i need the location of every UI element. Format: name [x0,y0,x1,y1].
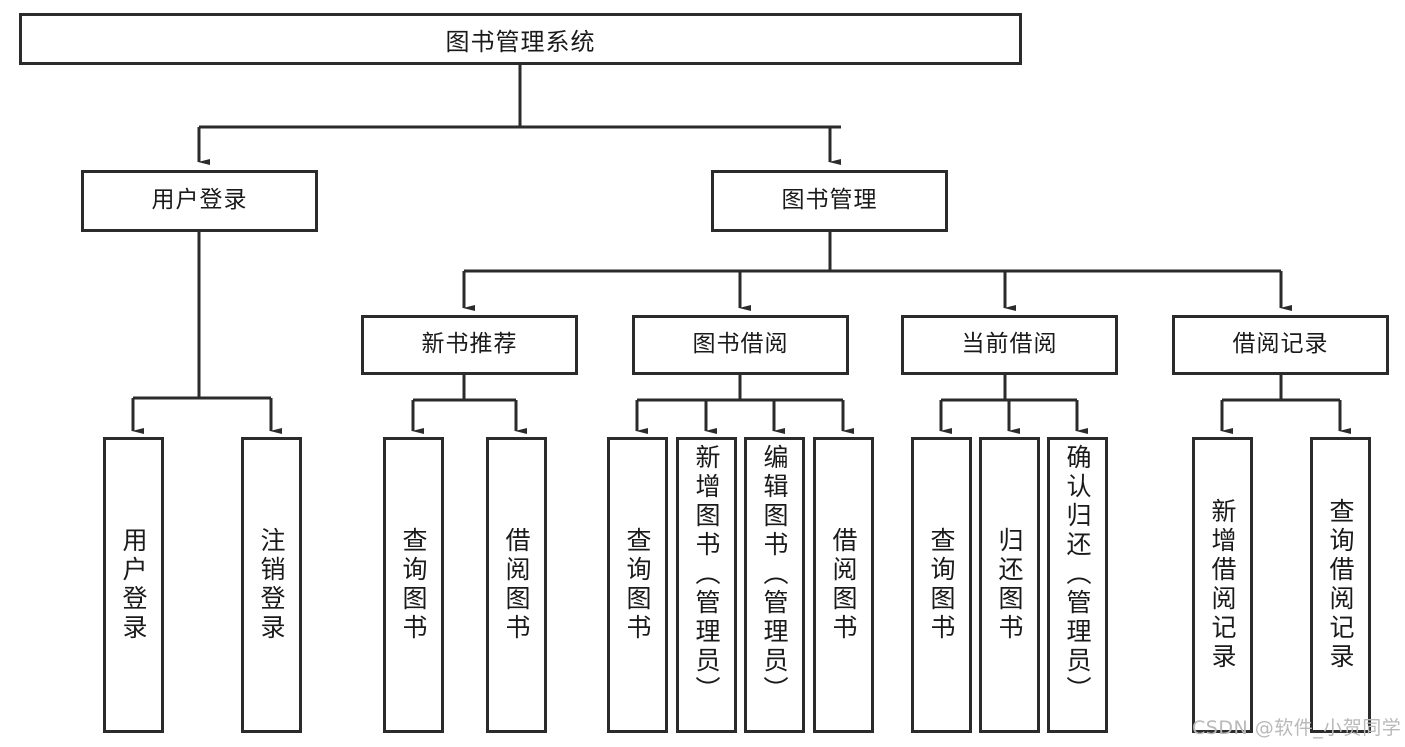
node-leaf-query-book-recommend[interactable]: 查询图书 [383,437,444,733]
node-book-borrow-label: 图书借阅 [692,331,789,358]
node-leaf-logout[interactable]: 注销登录 [241,437,302,733]
csdn-watermark: CSDN @软件_小贺同学 [1192,717,1402,739]
node-user-login-label: 用户登录 [151,187,248,214]
node-leaf-query-book-recommend-label: 查询图书 [399,527,428,643]
node-leaf-add-book-admin[interactable]: 新增图书（管理员） [676,437,737,733]
node-root-label: 图书管理系统 [445,27,596,56]
node-user-login[interactable]: 用户登录 [81,170,318,232]
node-book-manage-label: 图书管理 [781,187,878,214]
node-leaf-borrow-book-recommend[interactable]: 借阅图书 [486,437,547,733]
node-leaf-edit-book-admin[interactable]: 编辑图书（管理员） [744,437,805,733]
node-leaf-user-login-label: 用户登录 [119,527,148,643]
node-leaf-borrow-book[interactable]: 借阅图书 [813,437,874,733]
node-leaf-add-borrow-record[interactable]: 新增借阅记录 [1192,437,1253,733]
node-leaf-edit-book-admin-label: 编辑图书（管理员） [760,444,789,705]
node-leaf-query-book-borrow[interactable]: 查询图书 [607,437,668,733]
node-leaf-logout-label: 注销登录 [257,527,286,643]
node-leaf-query-borrow-record[interactable]: 查询借阅记录 [1310,437,1371,733]
node-leaf-return-book-label: 归还图书 [995,527,1024,643]
node-new-book-recommend-label: 新书推荐 [421,331,518,358]
node-leaf-user-login[interactable]: 用户登录 [103,437,164,733]
node-book-borrow[interactable]: 图书借阅 [632,315,849,375]
node-leaf-query-book-current[interactable]: 查询图书 [911,437,972,733]
node-leaf-borrow-book-recommend-label: 借阅图书 [502,527,531,643]
node-root[interactable]: 图书管理系统 [19,13,1022,65]
node-new-book-recommend[interactable]: 新书推荐 [361,315,578,375]
node-current-borrow[interactable]: 当前借阅 [901,315,1118,375]
node-leaf-return-book[interactable]: 归还图书 [979,437,1040,733]
node-book-manage[interactable]: 图书管理 [711,170,948,232]
node-leaf-add-borrow-record-label: 新增借阅记录 [1208,498,1237,672]
node-leaf-borrow-book-label: 借阅图书 [829,527,858,643]
node-leaf-add-book-admin-label: 新增图书（管理员） [692,444,721,705]
node-leaf-query-book-borrow-label: 查询图书 [623,527,652,643]
node-borrow-record[interactable]: 借阅记录 [1172,315,1389,375]
node-leaf-confirm-return-admin[interactable]: 确认归还（管理员） [1047,437,1108,733]
node-leaf-query-book-current-label: 查询图书 [927,527,956,643]
node-current-borrow-label: 当前借阅 [961,331,1058,358]
node-leaf-confirm-return-admin-label: 确认归还（管理员） [1063,444,1092,705]
node-leaf-query-borrow-record-label: 查询借阅记录 [1326,498,1355,672]
node-borrow-record-label: 借阅记录 [1232,331,1329,358]
